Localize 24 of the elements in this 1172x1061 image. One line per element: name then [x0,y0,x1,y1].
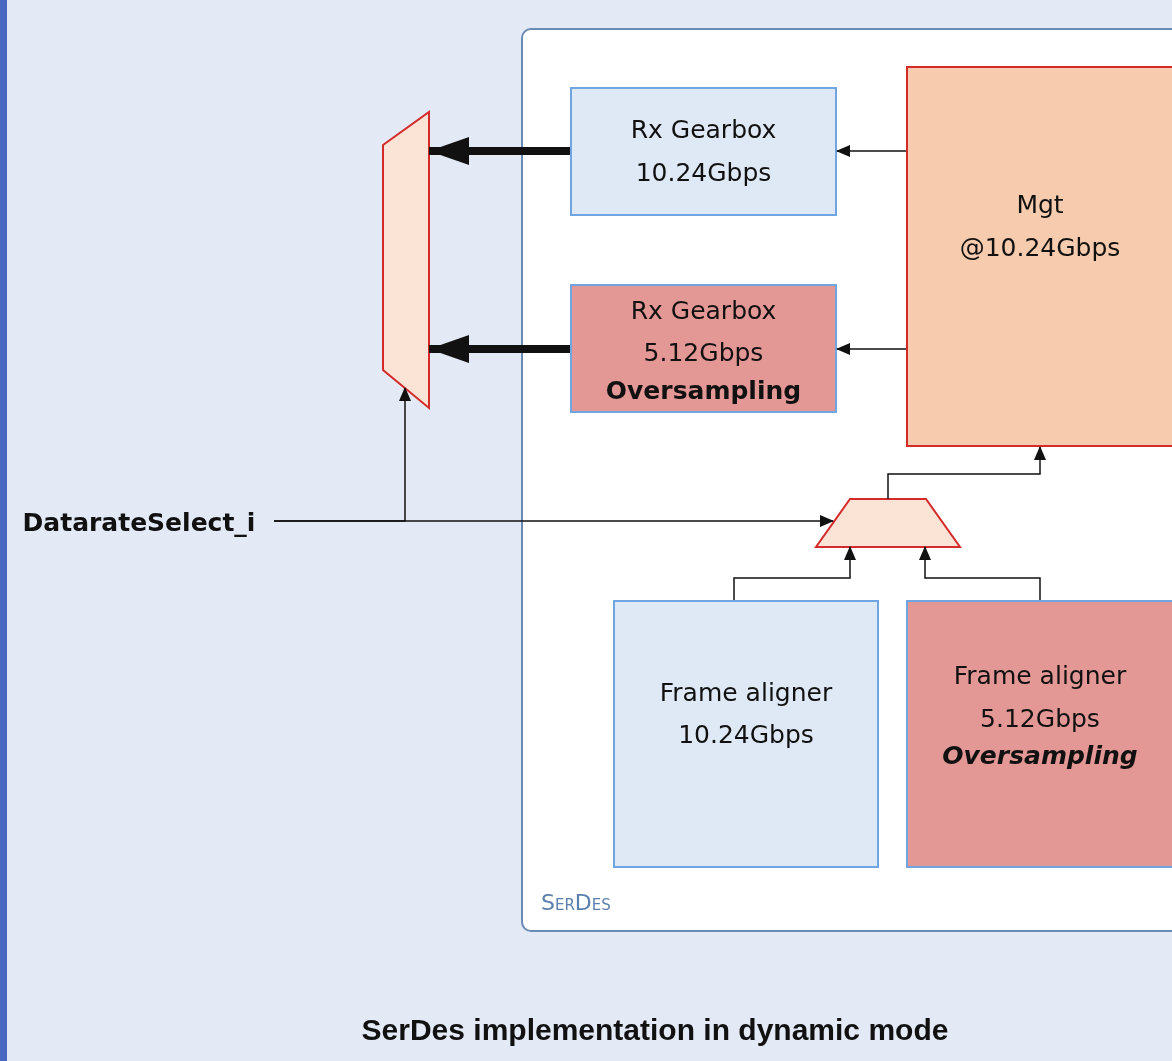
block-label: Frame aligner 10.24Gbps [658,676,834,751]
block-label: Frame aligner 5.12Gbps [952,660,1128,735]
caption: SerDes implementation in dynamic mode [360,1013,950,1047]
arrow [273,515,834,527]
process-box [613,600,879,868]
signal-label: DatarateSelect_i [22,506,256,539]
arrow [836,145,907,157]
block-label: Oversampling [942,740,1138,773]
arrow [429,137,570,165]
process-box [906,66,1172,447]
arrow [887,446,1046,500]
arrow [919,546,1041,601]
process-box [570,87,837,216]
container-box [521,28,1172,932]
container-label: SerDes [541,889,611,916]
block-label: Oversampling [605,374,802,407]
arrow [429,335,570,363]
block-label: Rx Gearbox 5.12Gbps [629,294,778,370]
process-box [570,284,837,413]
block-label: Mgt @10.24Gbps [958,189,1122,264]
block-label: Rx Gearbox 10.24Gbps [629,114,778,189]
process-box [906,600,1172,868]
arrow [836,343,907,355]
arrow [733,546,856,601]
